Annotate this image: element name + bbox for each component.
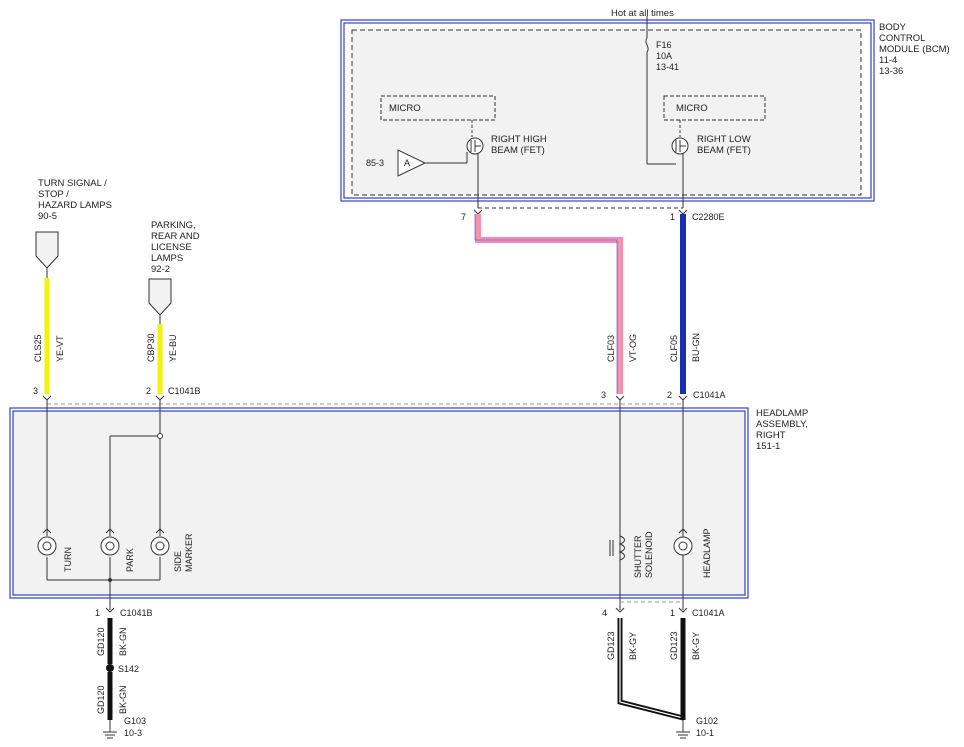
low-beam-fet-icon <box>671 137 689 155</box>
c2280e-label: C2280E <box>692 212 725 222</box>
park-bulb-label: PARK <box>125 548 135 572</box>
ground-g103-icon <box>103 720 117 739</box>
micro-box-left <box>380 95 496 121</box>
headlamp-assembly-label: HEADLAMP ASSEMBLY, RIGHT 151-1 <box>756 408 811 452</box>
wire-gd123a-circuit: GD123 <box>606 631 616 660</box>
ground-g102-ref: 10-1 <box>696 728 714 738</box>
wire-clf03-circuit: CLF03 <box>606 335 616 362</box>
c1041a-bottom-pin-4: 4 <box>602 608 607 618</box>
park-bulb-icon <box>100 528 120 556</box>
high-beam-fet-label: RIGHT HIGH BEAM (FET) <box>491 134 549 156</box>
wire-gd120b-circuit: GD120 <box>96 685 106 714</box>
wire-cbp30-circuit: CBP30 <box>146 333 156 362</box>
wire-clf03 <box>474 214 623 394</box>
micro-box-right <box>663 95 766 121</box>
wire-clf05-color: BU-GN <box>691 333 701 362</box>
ground-g103-name: G103 <box>124 716 146 726</box>
headlamp-bulb-icon <box>673 528 693 556</box>
bcm-name: BODY CONTROL MODULE (BCM) 11-4 13-36 <box>879 22 952 77</box>
c1041a-top-label: C1041A <box>693 390 726 400</box>
bcm-module <box>340 19 875 202</box>
fuse-icon <box>645 37 649 53</box>
input-symbol: A <box>404 158 410 168</box>
solenoid-label-1: SHUTTER <box>633 535 643 578</box>
wire-cbp30-color: YE-BU <box>168 334 178 362</box>
c1041a-bottom-pin-1: 1 <box>670 608 675 618</box>
side-marker-label-1: SIDE <box>173 551 183 572</box>
c2280e-pin-7: 7 <box>461 212 466 222</box>
splice-s142-label: S142 <box>118 664 139 674</box>
wire-gd120a-circuit: GD120 <box>96 627 106 656</box>
turn-bulb-label: TURN <box>63 547 73 572</box>
turn-bulb-icon <box>37 528 57 556</box>
wire-cls25-circuit: CLS25 <box>33 334 43 362</box>
c1041b-bottom-label: C1041B <box>120 608 153 618</box>
c1041a-top-pin-2: 2 <box>667 390 672 400</box>
park-ref-label: PARKING, REAR AND LICENSE LAMPS 92-2 <box>151 220 202 275</box>
side-marker-label-2: MARKER <box>184 533 194 572</box>
wire-gd120b-color: BK-GN <box>118 685 128 714</box>
c1041b-top-pin-2: 2 <box>146 386 151 396</box>
wire-cls25-color: YE-VT <box>55 335 65 362</box>
c1041b-bottom-pin-1: 1 <box>95 608 100 618</box>
input-buffer-icon <box>397 149 427 177</box>
park-ref-arrow-icon <box>148 278 172 316</box>
fuse-f16-label: F16 10A 13-41 <box>656 40 679 72</box>
wire-clf03-color: VT-OG <box>628 334 638 362</box>
ground-g103-ref: 10-3 <box>124 728 142 738</box>
c1041a-bottom-label: C1041A <box>692 608 725 618</box>
c1041a-top-pin-3: 3 <box>601 390 606 400</box>
headlamp-assembly <box>9 407 749 599</box>
wire-gd123a-color: BK-GY <box>628 632 638 660</box>
side-marker-bulb-icon <box>150 528 170 556</box>
c1041b-top-label: C1041B <box>168 386 201 396</box>
turn-ref-arrow-icon <box>35 231 59 269</box>
splice-s142-icon <box>106 664 114 672</box>
turn-ref-label: TURN SIGNAL / STOP / HAZARD LAMPS 90-5 <box>38 178 115 222</box>
high-beam-fet-icon <box>466 137 484 155</box>
ground-g102-icon <box>676 720 690 739</box>
wire-gd123b-color: BK-GY <box>691 632 701 660</box>
micro-right-label: MICRO <box>676 103 708 114</box>
headlamp-bulb-label: HEADLAMP <box>702 528 712 578</box>
solenoid-label-2: SOLENOID <box>644 531 654 578</box>
c1041b-top-pin-3: 3 <box>33 386 38 396</box>
shutter-solenoid-icon <box>609 535 625 561</box>
c2280e-pin-1: 1 <box>670 212 675 222</box>
low-beam-fet-label: RIGHT LOW BEAM (FET) <box>697 134 753 156</box>
wire-gd123b-circuit: GD123 <box>669 631 679 660</box>
input-ref: 85-3 <box>366 158 384 168</box>
ground-g102-name: G102 <box>696 716 718 726</box>
wire-clf05-circuit: CLF05 <box>669 335 679 362</box>
wire-gd120a-color: BK-GN <box>118 627 128 656</box>
micro-left-label: MICRO <box>389 103 421 114</box>
power-note: Hot at all times <box>611 8 674 19</box>
